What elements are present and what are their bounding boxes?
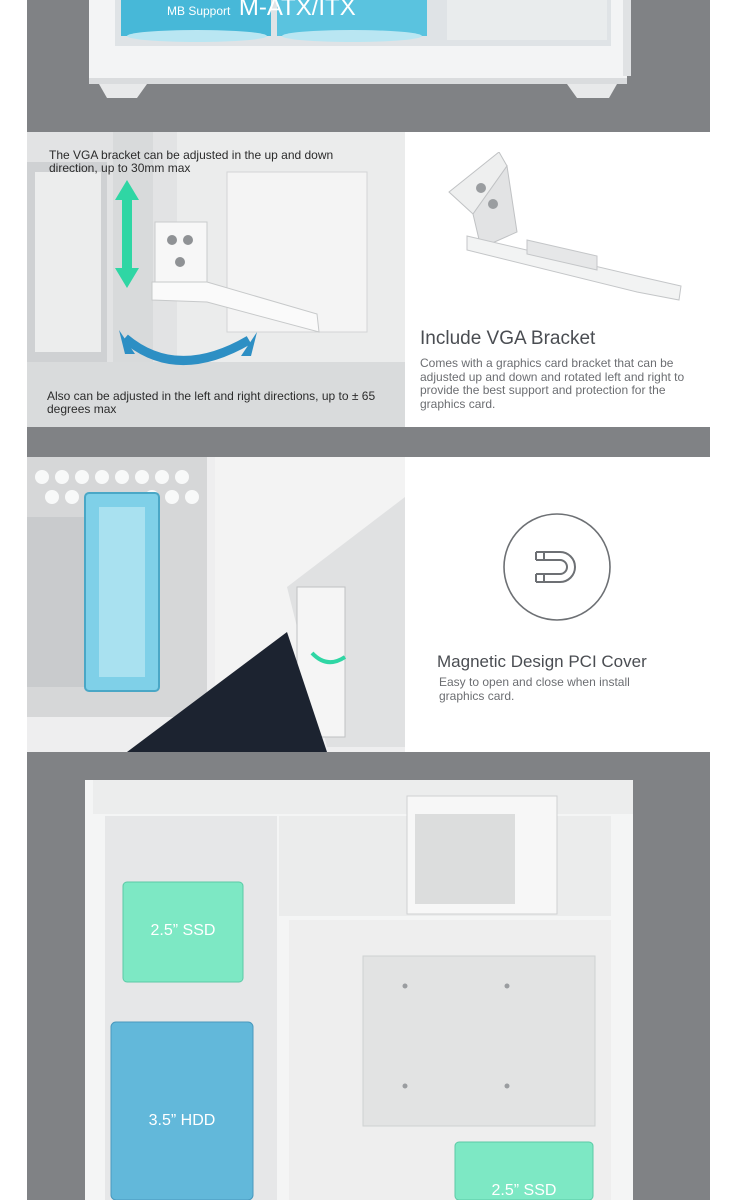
pci-cover-title: Magnetic Design PCI Cover	[437, 652, 647, 671]
hero-panel: MB Support M-ATX/ITX	[27, 0, 710, 132]
section-divider	[27, 427, 710, 457]
vga-bracket-illustration	[27, 132, 405, 427]
storage-panel: 2.5” SSD 3.5” HDD 2.5” SSD	[27, 752, 710, 1200]
pci-cover-description: Easy to open and close when install grap…	[439, 675, 630, 703]
vga-caption-bottom: Also can be adjusted in the left and rig…	[47, 389, 376, 416]
case-bottom-illustration	[89, 0, 631, 98]
vga-bracket-description: Comes with a graphics card bracket that …	[420, 356, 685, 411]
pci-cover-illustration	[27, 457, 405, 752]
mb-support-label: MB Support	[167, 4, 231, 18]
hdd-label: 3.5” HDD	[148, 1112, 216, 1129]
right-margin	[710, 0, 737, 1200]
vga-bracket-panel: The VGA bracket can be adjusted in the u…	[27, 132, 710, 427]
mb-support-heading: MB Support M-ATX/ITX	[167, 0, 356, 22]
vga-bracket-photo: The VGA bracket can be adjusted in the u…	[27, 132, 405, 427]
pci-cover-photo	[27, 457, 405, 752]
mb-support-value: M-ATX/ITX	[238, 0, 356, 21]
case-interior-illustration	[85, 780, 633, 1200]
ssd-label-top: 2.5” SSD	[150, 922, 216, 939]
vga-bracket-title: Include VGA Bracket	[420, 328, 596, 349]
vga-bracket-product-image	[448, 152, 682, 301]
pci-cover-panel: Magnetic Design PCI Cover Easy to open a…	[27, 457, 710, 752]
ssd-label-bottom: 2.5” SSD	[491, 1182, 557, 1199]
left-margin	[0, 0, 27, 1200]
magnet-icon	[502, 512, 612, 622]
vga-caption-top: The VGA bracket can be adjusted in the u…	[49, 148, 334, 175]
